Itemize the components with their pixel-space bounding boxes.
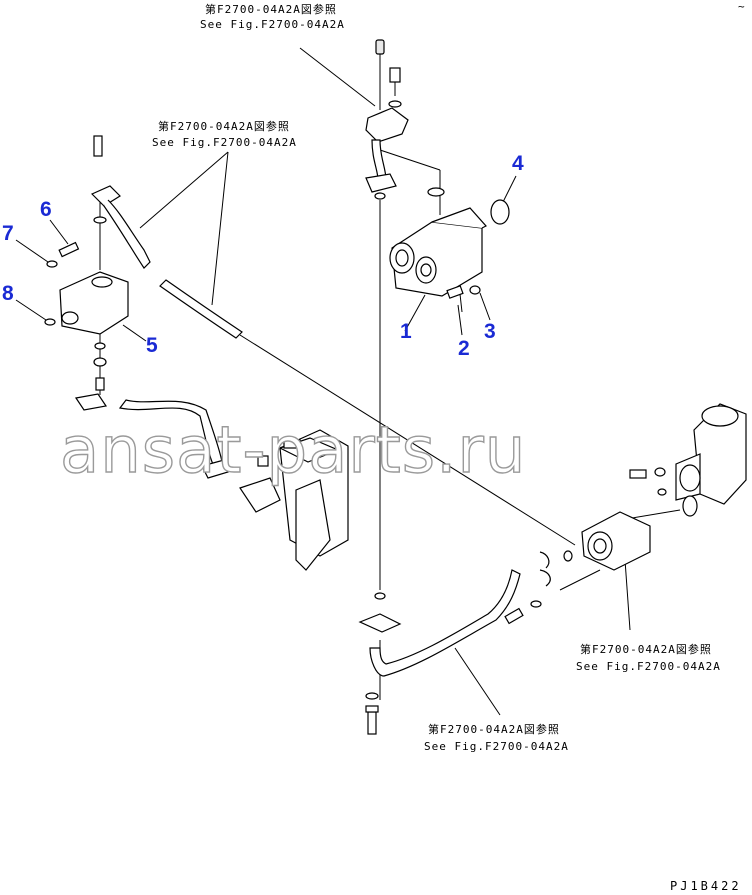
ref-label-en-left: See Fig.F2700-04A2A [152, 136, 297, 149]
lower-pipe [365, 551, 551, 735]
part-number-1: 1 [400, 320, 412, 343]
ref-label-en-right: See Fig.F2700-04A2A [576, 660, 721, 673]
part-number-2: 2 [458, 337, 470, 360]
part-number-5: 5 [146, 334, 158, 357]
part-number-7: 7 [2, 222, 14, 245]
part-number-3: 3 [484, 320, 496, 343]
leader-lines [15, 47, 681, 716]
ref-label-jp-left: 第F2700-04A2A図参照 [158, 119, 290, 133]
part-number-8: 8 [2, 282, 14, 305]
pump-unit-5 [44, 135, 151, 411]
part-number-4: 4 [512, 152, 524, 175]
drawing-code: PJ1B422 [670, 879, 742, 893]
ref-label-en-bottom: See Fig.F2700-04A2A [424, 740, 569, 753]
upper-pipe-assembly [358, 39, 409, 633]
ref-label-jp-bottom: 第F2700-04A2A図参照 [428, 722, 560, 736]
corner-mark: ~ [738, 0, 746, 13]
watermark: ansat-parts.ru [60, 414, 526, 488]
filter-tank [239, 429, 349, 571]
part-number-6: 6 [40, 198, 52, 221]
hose-upper-left [118, 279, 243, 479]
ref-label-en-top: See Fig.F2700-04A2A [200, 18, 345, 31]
right-elbow-assembly [563, 403, 747, 571]
pump-unit-1 [389, 187, 510, 313]
ref-label-jp-top: 第F2700-04A2A図参照 [205, 2, 337, 16]
ref-label-jp-right: 第F2700-04A2A図参照 [580, 642, 712, 656]
